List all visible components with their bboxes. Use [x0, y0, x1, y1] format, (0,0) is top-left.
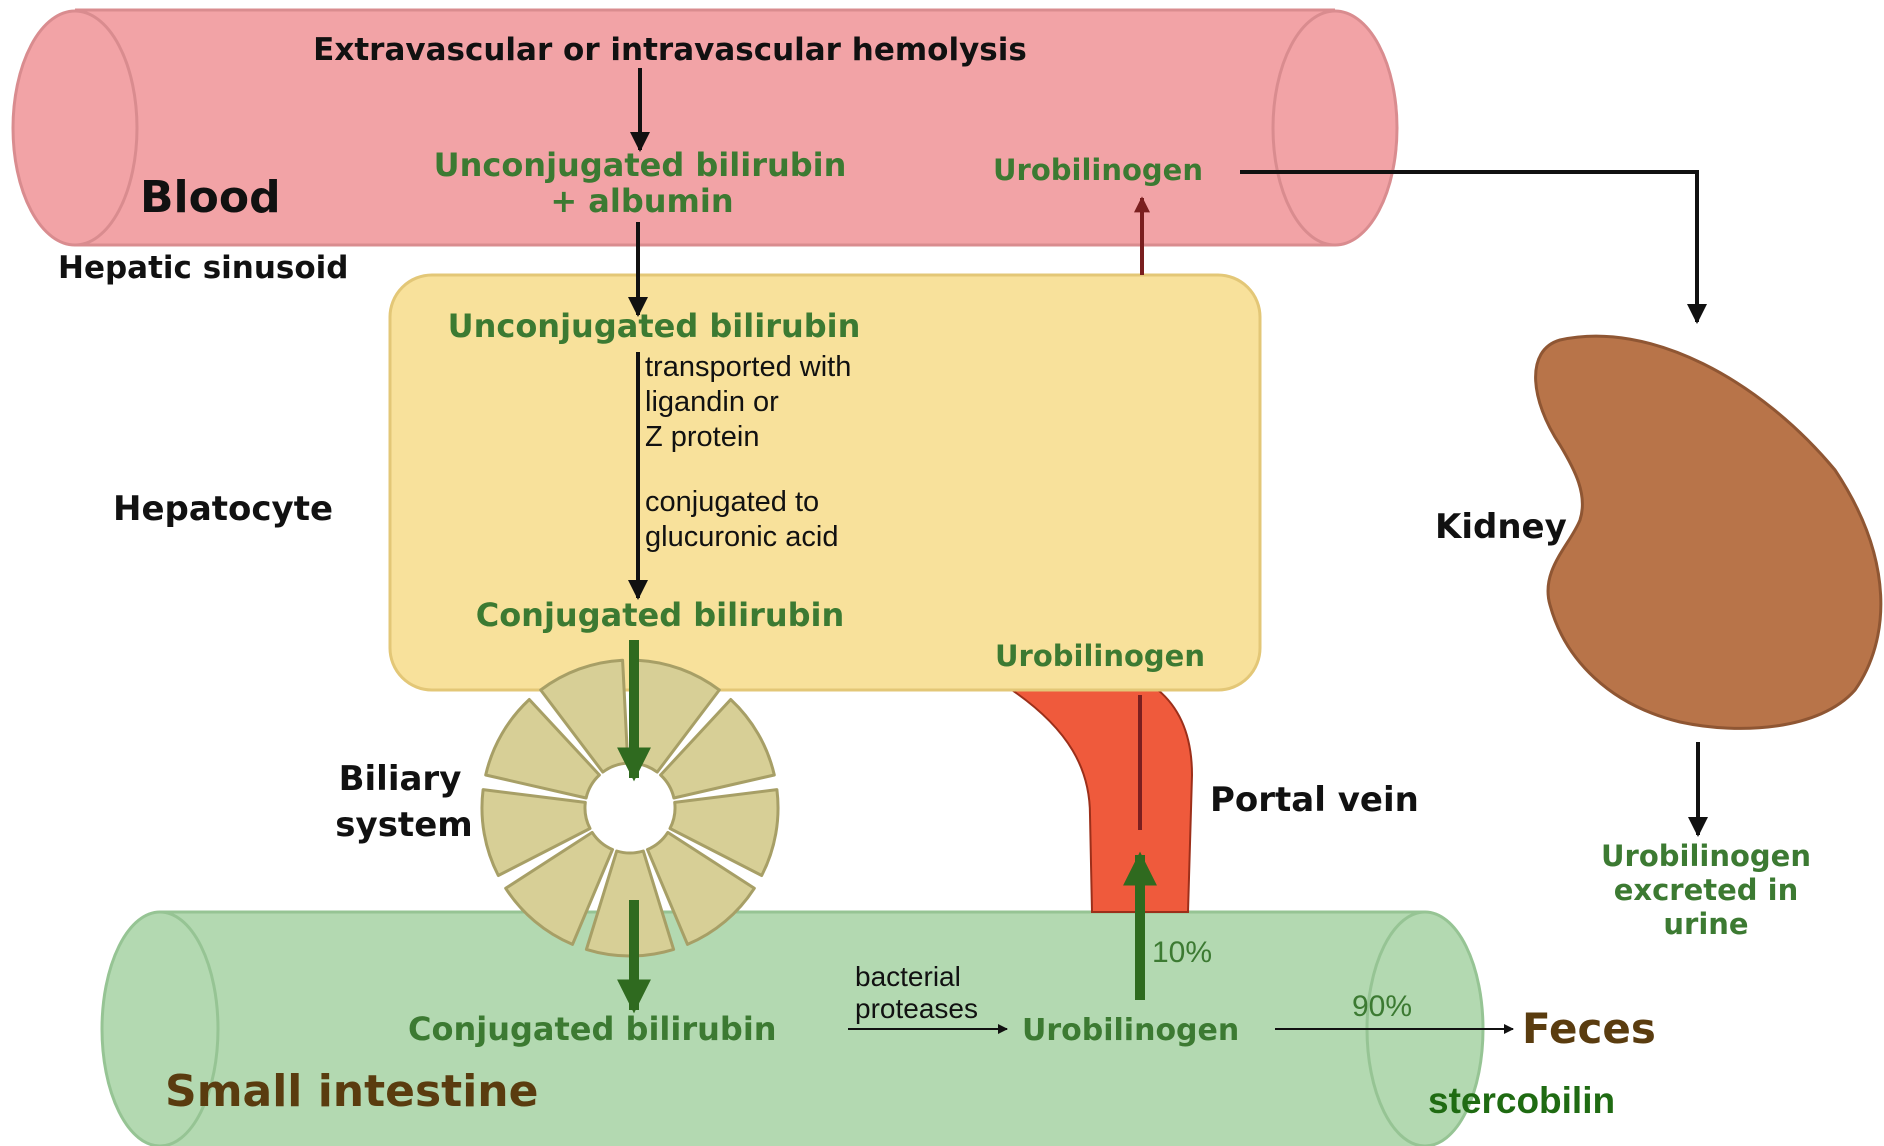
stercobilin-label: stercobilin	[1428, 1080, 1615, 1121]
blood-vessel-right-cap	[1273, 11, 1397, 245]
bacterial-label-line1: bacterial	[855, 961, 961, 992]
portal-vein-shape	[1012, 690, 1192, 912]
feces-label: Feces	[1522, 1004, 1656, 1053]
blood-vessel-left-cap	[13, 11, 137, 245]
hemolysis-label: Extravascular or intravascular hemolysis	[313, 32, 1027, 68]
unconjugated-albumin-line2: + albumin	[550, 182, 733, 220]
small-intestine-label: Small intestine	[165, 1066, 538, 1117]
kidney-shape	[1536, 336, 1881, 728]
unconjugated-albumin-line1: Unconjugated bilirubin	[434, 146, 847, 184]
conjugation-note-line2: glucuronic acid	[645, 521, 838, 553]
conjugated-intestine-label: Conjugated bilirubin	[408, 1010, 777, 1048]
biliary-label-line1: Biliary	[339, 759, 462, 799]
kidney-label: Kidney	[1435, 507, 1567, 547]
bacterial-label-line2: proteases	[855, 993, 978, 1024]
percent-90-label: 90%	[1352, 990, 1412, 1023]
urine-label-line2: excreted in	[1614, 873, 1799, 907]
conjugation-note-line1: conjugated to	[645, 486, 819, 518]
biliary-label-line2: system	[335, 805, 472, 845]
blood-label: Blood	[140, 172, 281, 223]
transport-note-line3: Z protein	[645, 421, 759, 453]
hepatic-sinusoid-label: Hepatic sinusoid	[58, 250, 348, 286]
urine-label-line1: Urobilinogen	[1601, 839, 1811, 873]
unconjugated-hepatocyte-label: Unconjugated bilirubin	[448, 307, 861, 345]
conjugated-hepatocyte-label: Conjugated bilirubin	[476, 596, 845, 634]
portal-vein-label: Portal vein	[1210, 780, 1419, 820]
percent-10-label: 10%	[1152, 936, 1212, 969]
transport-note-line2: ligandin or	[645, 386, 779, 418]
urobilinogen-blood-label: Urobilinogen	[993, 153, 1203, 187]
urobilinogen-hepatocyte-label: Urobilinogen	[995, 639, 1205, 673]
transport-note-line1: transported with	[645, 351, 851, 383]
hepatocyte-label: Hepatocyte	[113, 489, 333, 529]
urine-label-line3: urine	[1663, 907, 1748, 941]
urobilinogen-intestine-label: Urobilinogen	[1022, 1013, 1239, 1048]
